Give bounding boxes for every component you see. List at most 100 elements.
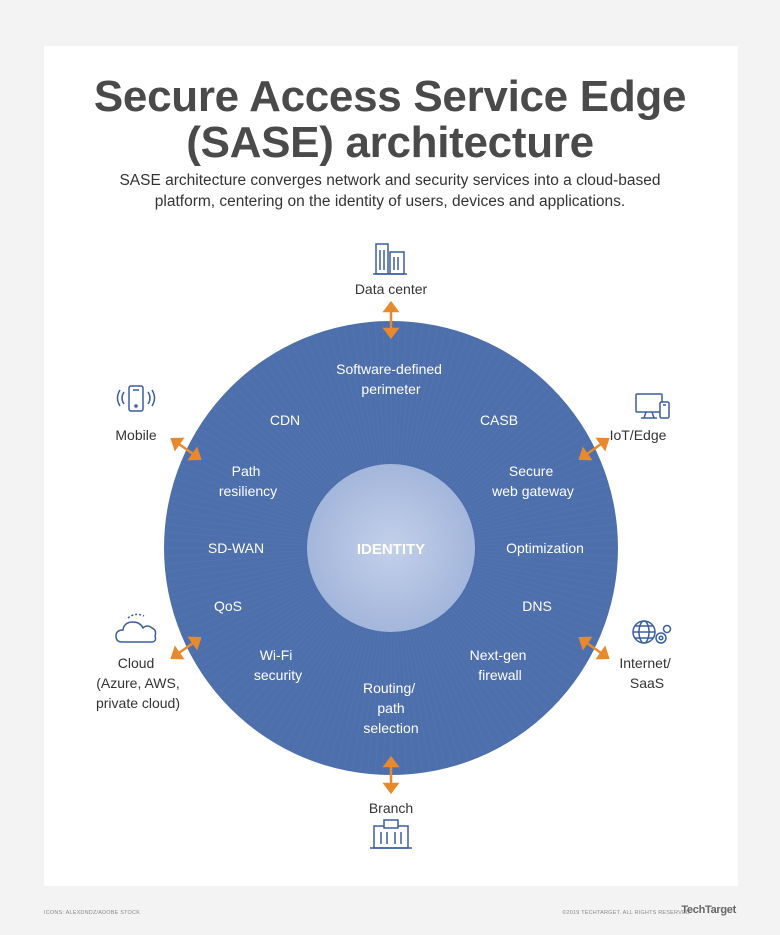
iot-edge-arrow — [578, 437, 610, 461]
texture-ray — [245, 375, 337, 483]
texture-ray — [252, 615, 339, 726]
endpoint-branch: Branch — [369, 800, 413, 816]
texture-ray — [271, 356, 346, 476]
texture-ray — [252, 370, 339, 481]
service-line: QoS — [214, 598, 242, 614]
texture-ray — [460, 598, 574, 681]
texture-ray — [474, 493, 610, 528]
texture-ray — [456, 602, 564, 694]
texture-ray — [448, 380, 542, 485]
texture-ray — [218, 602, 326, 694]
texture-ray — [393, 323, 400, 463]
texture-ray — [228, 607, 330, 705]
texture-ray — [359, 633, 380, 771]
texture-ray — [396, 633, 408, 773]
texture-ray — [192, 587, 316, 655]
texture-ray — [167, 556, 306, 573]
cloud-arrow — [170, 636, 202, 660]
texture-ray — [476, 523, 615, 540]
texture-ray — [419, 336, 469, 468]
texture-ray — [402, 325, 423, 463]
texture-ray — [417, 629, 462, 763]
service-next-gen-firewall: Next-gen firewall — [470, 647, 531, 683]
texture-ray — [166, 539, 306, 546]
endpoint-line: private cloud) — [96, 695, 180, 711]
texture-ray — [168, 559, 306, 580]
texture-ray — [258, 365, 341, 479]
service-sd-wan: SD-WAN — [208, 540, 264, 556]
texture-ray — [452, 607, 554, 705]
texture-ray — [472, 477, 606, 522]
texture-ray — [223, 605, 328, 699]
mobile-arrow — [170, 437, 202, 461]
texture-ray — [441, 617, 524, 731]
texture-ray — [359, 325, 380, 463]
texture-ray — [172, 568, 308, 603]
texture-ray — [405, 326, 431, 464]
texture-ray — [245, 613, 337, 721]
texture-ray — [182, 463, 312, 517]
texture-ray — [465, 590, 587, 661]
texture-ray — [168, 516, 306, 537]
texture-ray — [474, 568, 610, 603]
service-path-resiliency: Path resiliency — [219, 463, 277, 499]
texture-ray — [425, 626, 483, 754]
texture-ray — [179, 470, 311, 520]
building-icon — [373, 243, 407, 275]
texture-ray — [218, 402, 326, 494]
texture-ray — [441, 365, 524, 479]
texture-ray — [208, 415, 322, 498]
texture-ray — [468, 448, 594, 511]
branch-arrow — [382, 755, 400, 795]
texture-ray — [430, 623, 498, 747]
service-line: CDN — [270, 412, 300, 428]
texture-ray — [374, 323, 386, 463]
texture-ray — [343, 632, 374, 769]
service-line: web gateway — [491, 483, 574, 499]
texture-ray — [414, 331, 454, 466]
texture-ray — [419, 628, 469, 760]
texture-ray — [454, 397, 559, 491]
texture-ray — [382, 323, 389, 463]
texture-ray — [460, 415, 574, 498]
texture-ray — [476, 516, 614, 537]
texture-ray — [208, 598, 322, 681]
brand-logo: TechTarget — [681, 904, 736, 916]
endpoint-data-center: Data center — [355, 281, 428, 297]
endpoint-iot-edge: IoT/Edge — [610, 427, 667, 443]
texture-ray — [366, 633, 383, 772]
texture-ray — [170, 500, 307, 531]
texture-ray — [199, 593, 319, 668]
texture-ray — [476, 553, 616, 565]
texture-ray — [462, 595, 578, 675]
identity-core — [307, 464, 475, 632]
data-center-arrow — [382, 300, 400, 340]
texture-ray — [402, 633, 423, 771]
texture-ray — [313, 336, 363, 468]
texture-ray — [475, 565, 612, 596]
service-casb: CASB — [480, 412, 518, 428]
texture-ray — [476, 559, 614, 580]
texture-ray — [336, 329, 371, 465]
texture-ray — [456, 402, 564, 494]
texture-ray — [366, 324, 383, 463]
texture-ray — [476, 539, 616, 546]
texture-ray — [438, 619, 518, 735]
texture-ray — [445, 375, 537, 483]
texture-ray — [470, 463, 600, 517]
texture-ray — [450, 609, 548, 711]
texture-ray — [306, 627, 360, 757]
service-line: Optimization — [506, 540, 584, 556]
texture-ray — [396, 323, 408, 463]
texture-ray — [278, 622, 349, 744]
office-building-icon — [370, 819, 412, 849]
service-line: Path — [232, 463, 261, 479]
texture-ray — [170, 565, 307, 596]
texture-ray — [351, 632, 377, 770]
texture-ray — [291, 625, 354, 751]
texture-ray — [195, 435, 317, 506]
texture-ray — [195, 590, 317, 661]
texture-ray — [411, 631, 446, 767]
texture-ray — [445, 613, 537, 721]
texture-ray — [466, 587, 590, 655]
